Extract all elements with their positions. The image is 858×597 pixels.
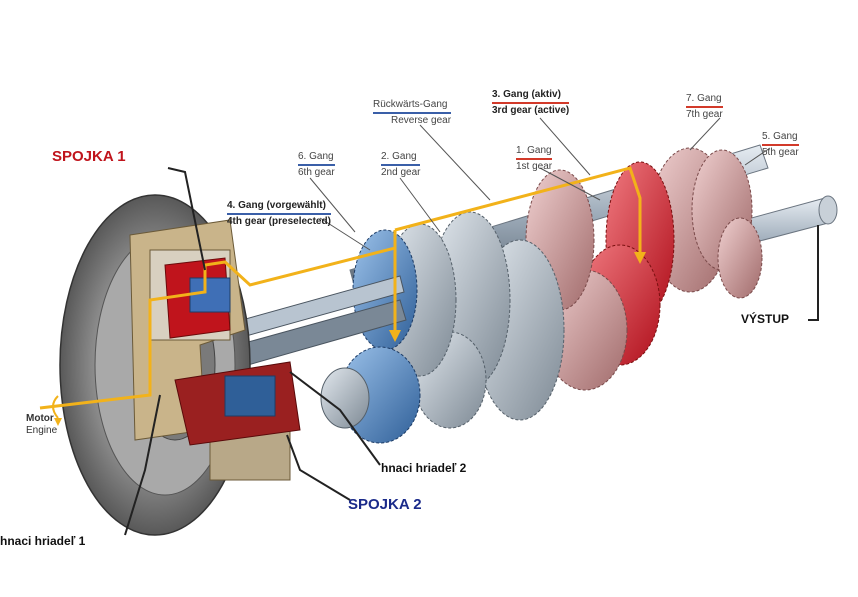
gear-5-label-de: 5. Gang bbox=[762, 131, 799, 146]
gear-5-label-en: 5th gear bbox=[762, 146, 799, 158]
clutch-1-label: SPOJKA 1 bbox=[52, 148, 126, 165]
gear-1-label-en: 1st gear bbox=[516, 160, 553, 172]
gear-4-label-de: 4. Gang (vorgewählt) bbox=[227, 200, 331, 215]
engine-label: Motor Engine bbox=[26, 413, 57, 436]
reverse-gear-label-de: Rückwärts-Gang bbox=[373, 99, 452, 114]
gear-2-label-en: 2nd gear bbox=[381, 166, 421, 178]
gear-1-label-de: 1. Gang bbox=[516, 145, 553, 160]
gear-2-label: 2. Gang 2nd gear bbox=[381, 151, 421, 178]
gear-stack-5-7 bbox=[649, 147, 763, 299]
input-shaft-2-label: hnaci hriadeľ 2 bbox=[381, 461, 467, 475]
engine-label-en: Engine bbox=[26, 424, 58, 436]
gear-3-label-en: 3rd gear (active) bbox=[492, 104, 570, 116]
engine-label-de: Motor bbox=[26, 413, 54, 424]
output-label: VÝSTUP bbox=[741, 312, 790, 326]
gear-2nd bbox=[413, 211, 511, 429]
reverse-gear-label-en: Reverse gear bbox=[391, 114, 452, 126]
gear-2-label-de: 2. Gang bbox=[381, 151, 421, 166]
gear-7-label-en: 7th gear bbox=[686, 108, 723, 120]
gear-3-label-de: 3. Gang (aktiv) bbox=[492, 89, 570, 104]
gear-3-label: 3. Gang (aktiv) 3rd gear (active) bbox=[492, 89, 570, 116]
input-shaft-1-label: hnaci hriadeľ 1 bbox=[0, 534, 86, 548]
gear-7-label: 7. Gang 7th gear bbox=[686, 93, 723, 120]
gear-6-label-de: 6. Gang bbox=[298, 151, 335, 166]
gear-6-label-en: 6th gear bbox=[298, 166, 335, 178]
gear-1-label: 1. Gang 1st gear bbox=[516, 145, 553, 172]
clutch-2 bbox=[174, 361, 301, 446]
clutch-1 bbox=[164, 257, 231, 339]
leader-lines bbox=[124, 167, 819, 536]
gear-4-label-en: 4th gear (preselected) bbox=[227, 215, 331, 227]
gear-7-label-de: 7. Gang bbox=[686, 93, 723, 108]
clutch-2-label: SPOJKA 2 bbox=[348, 496, 422, 513]
callout-lines bbox=[309, 117, 771, 251]
gear-6-label: 6. Gang 6th gear bbox=[298, 151, 335, 178]
gear-5-label: 5. Gang 5th gear bbox=[762, 131, 799, 158]
reverse-gear-label: Rückwärts-Gang Reverse gear bbox=[373, 99, 452, 126]
gear-4-label: 4. Gang (vorgewählt) 4th gear (preselect… bbox=[227, 200, 331, 227]
